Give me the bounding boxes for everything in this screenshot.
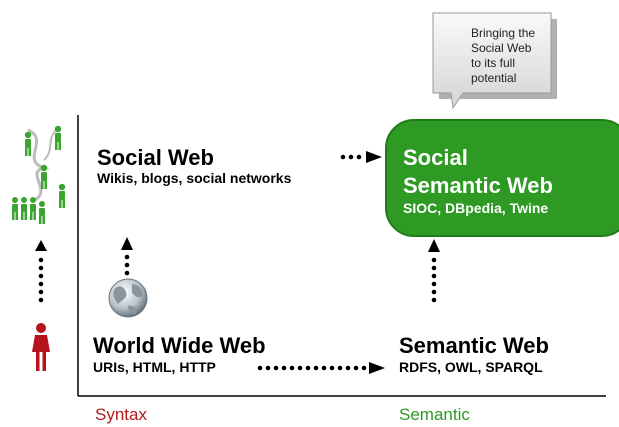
x-axis-label-semantic: Semantic — [399, 405, 470, 424]
callout-line: to its full — [471, 56, 516, 70]
people-group-icon — [12, 125, 66, 224]
social-semantic-web-box — [385, 119, 619, 237]
social-web-subtitle: Wikis, blogs, social networks — [97, 170, 292, 186]
www-to-semantic-arrow — [257, 362, 385, 374]
people-arrow — [35, 240, 47, 303]
callout-line: Bringing the — [471, 26, 536, 40]
semantic-web-title: Semantic Web — [399, 333, 549, 358]
social-semantic-web-title-line2: Semantic Web — [403, 173, 553, 198]
callout-line: potential — [471, 71, 517, 85]
x-axis-label-syntax: Syntax — [95, 405, 147, 424]
social-semantic-web-title-line1: Social — [403, 145, 468, 170]
social-to-social-semantic-arrow — [340, 151, 382, 163]
callout-line: Social Web — [471, 41, 532, 55]
social-semantic-web-subtitle: SIOC, DBpedia, Twine — [403, 200, 549, 216]
globe-icon — [108, 278, 148, 318]
single-person-icon — [32, 323, 50, 371]
social-web-title: Social Web — [97, 145, 214, 170]
callout-bubble — [432, 12, 557, 110]
world-wide-web-title: World Wide Web — [93, 333, 266, 358]
www-to-social-arrow — [121, 237, 133, 276]
semantic-web-subtitle: RDFS, OWL, SPARQL — [399, 359, 543, 375]
world-wide-web-subtitle: URIs, HTML, HTTP — [93, 359, 216, 375]
callout-text: Bringing the Social Web to its full pote… — [471, 26, 535, 86]
semantic-to-social-semantic-arrow — [428, 239, 440, 303]
